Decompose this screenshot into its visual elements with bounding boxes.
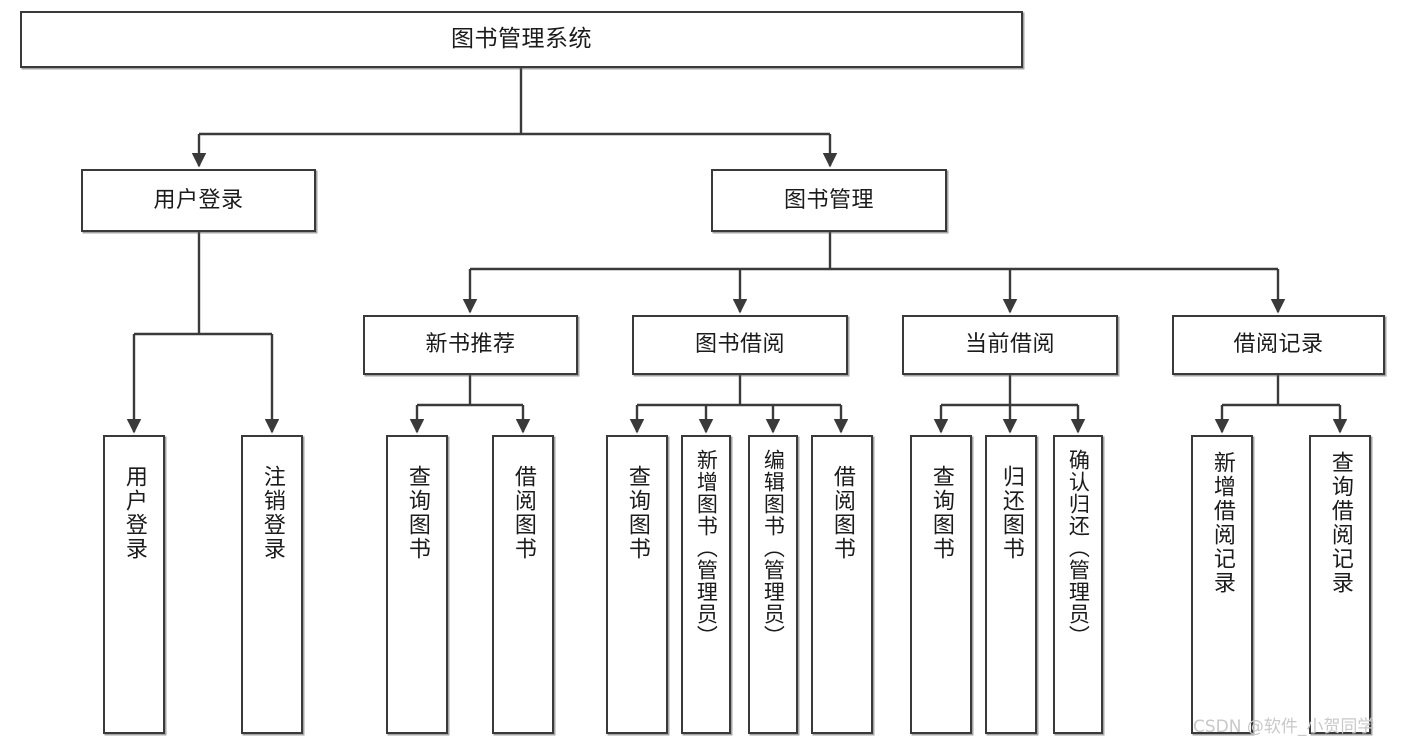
node-leaf-add-record[interactable]: 新增借阅记录 (1191, 435, 1253, 734)
node-label: 用户登录 (121, 465, 147, 561)
node-label: 借阅图书 (510, 465, 536, 561)
node-label: 借阅记录 (1233, 332, 1324, 358)
node-leaf-add-book[interactable]: 新增图书（管理员） (681, 435, 731, 734)
node-leaf-confirm-return[interactable]: 确认归还（管理员） (1053, 435, 1103, 734)
node-label: 借阅图书 (829, 465, 855, 561)
node-label: 图书管理 (783, 187, 874, 213)
node-user-login[interactable]: 用户登录 (81, 169, 316, 232)
node-leaf-borrow-book-2[interactable]: 借阅图书 (811, 435, 873, 734)
node-label: 图书管理系统 (451, 26, 592, 53)
node-leaf-return-book[interactable]: 归还图书 (985, 435, 1037, 734)
node-label: 新增借阅记录 (1209, 451, 1235, 595)
node-label: 编辑图书（管理员） (761, 449, 786, 647)
node-leaf-borrow-book-1[interactable]: 借阅图书 (492, 435, 554, 734)
node-label: 查询借阅记录 (1327, 451, 1353, 595)
node-label: 查询图书 (928, 465, 954, 561)
node-leaf-query-book-3[interactable]: 查询图书 (910, 435, 972, 734)
node-label: 当前借阅 (964, 332, 1055, 358)
node-root-book-management-system[interactable]: 图书管理系统 (20, 11, 1023, 68)
node-label: 查询图书 (624, 465, 650, 561)
node-borrow-record[interactable]: 借阅记录 (1172, 315, 1385, 375)
node-leaf-user-login[interactable]: 用户登录 (103, 435, 165, 734)
node-label: 新增图书（管理员） (694, 449, 719, 647)
node-label: 确认归还（管理员） (1066, 449, 1091, 647)
node-label: 图书借阅 (694, 332, 785, 358)
node-current-borrow[interactable]: 当前借阅 (902, 315, 1118, 375)
node-new-book-recommend[interactable]: 新书推荐 (363, 315, 578, 375)
node-label: 注销登录 (259, 465, 285, 561)
node-book-management[interactable]: 图书管理 (711, 169, 947, 232)
node-leaf-query-book-1[interactable]: 查询图书 (386, 435, 448, 734)
node-book-borrow[interactable]: 图书借阅 (632, 315, 848, 375)
node-leaf-query-record[interactable]: 查询借阅记录 (1309, 435, 1371, 734)
node-label: 用户登录 (153, 187, 244, 213)
node-leaf-logout[interactable]: 注销登录 (241, 435, 303, 734)
node-label: 新书推荐 (425, 332, 516, 358)
node-label: 查询图书 (404, 465, 430, 561)
node-label: 归还图书 (998, 465, 1024, 561)
node-leaf-edit-book[interactable]: 编辑图书（管理员） (748, 435, 798, 734)
node-leaf-query-book-2[interactable]: 查询图书 (606, 435, 668, 734)
